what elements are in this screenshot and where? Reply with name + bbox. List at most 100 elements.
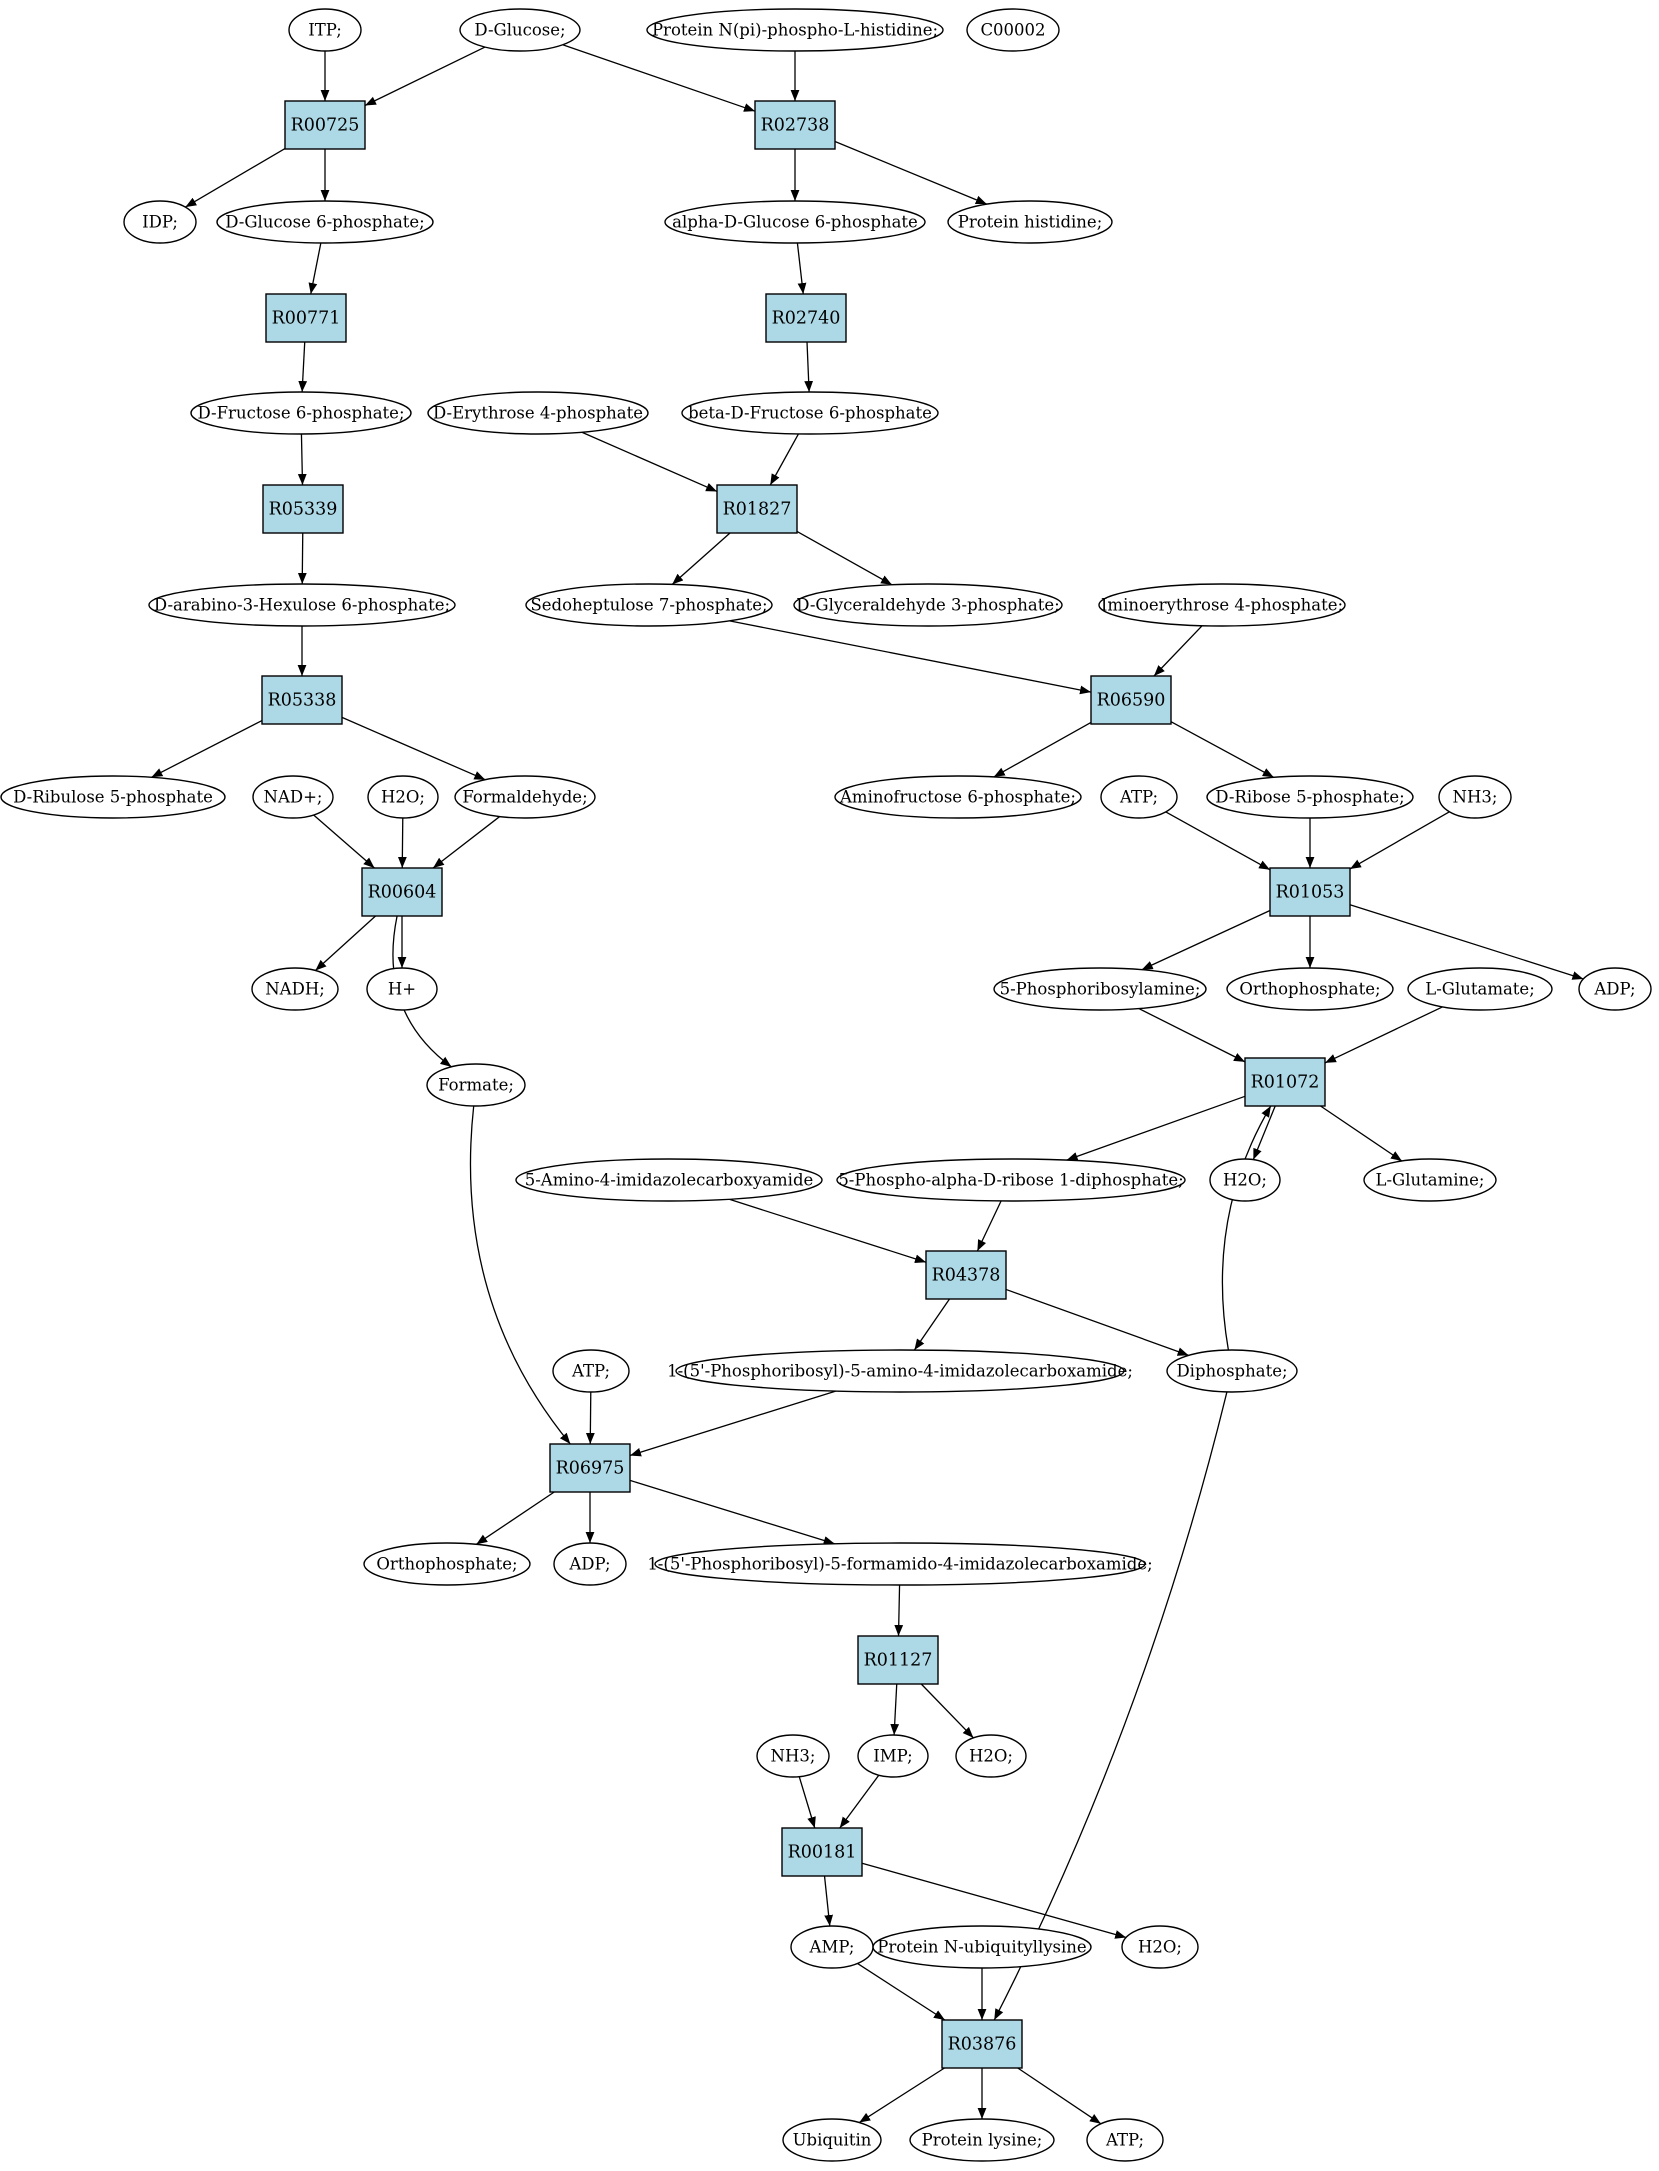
reaction-node-r01072[interactable]: R01072 [1244, 1057, 1326, 1107]
node-label: Ubiquitin [793, 2131, 872, 2150]
compound-node-h2o_a[interactable]: H2O; [367, 775, 439, 819]
compound-ellipse [454, 775, 596, 819]
compound-node-ubiq[interactable]: Ubiquitin [782, 2118, 882, 2162]
reaction-node-r00771[interactable]: R00771 [265, 293, 347, 343]
compound-node-imp[interactable]: IMP; [857, 1734, 929, 1778]
node-label: 5-Amino-4-imidazolecarboxyamide [525, 1171, 814, 1190]
edge-ie4p-to-r06590 [1153, 625, 1203, 677]
reaction-node-r01827[interactable]: R01827 [716, 484, 798, 534]
reaction-node-r01127[interactable]: R01127 [857, 1635, 939, 1685]
compound-node-amp[interactable]: AMP; [790, 1925, 874, 1969]
reaction-node-r01053[interactable]: R01053 [1269, 867, 1351, 917]
compound-node-protnpi[interactable]: Protein N(pi)-phospho-L-histidine; [646, 8, 944, 52]
compound-node-prib[interactable]: 5-Phosphoribosylamine; [993, 967, 1207, 1011]
edge-atp_a-to-r01053 [1165, 811, 1271, 871]
edges-layer [151, 44, 1584, 2125]
reaction-node-r00725[interactable]: R00725 [284, 100, 366, 150]
compound-node-dru5p[interactable]: D-Ribulose 5-phosphate [0, 775, 226, 819]
compound-node-dg6p[interactable]: D-Glucose 6-phosphate; [216, 200, 434, 244]
edge-r03876-to-atp_c [1017, 2067, 1102, 2125]
reaction-node-r06975[interactable]: R06975 [549, 1443, 631, 1493]
node-label: IMP; [873, 1747, 913, 1766]
reaction-node-r05338[interactable]: R05338 [261, 675, 343, 725]
edge-prpp-to-r04378 [976, 1200, 1002, 1252]
compound-ellipse [1226, 967, 1394, 1011]
compound-node-dga3p[interactable]: D-Glyceraldehyde 3-phosphate; [793, 583, 1063, 627]
reaction-box [284, 100, 366, 150]
compound-node-s7p[interactable]: Sedoheptulose 7-phosphate; [525, 583, 773, 627]
compound-ellipse [525, 583, 773, 627]
edge-dglucose-to-r00725 [364, 46, 486, 107]
reaction-box [262, 484, 344, 534]
reaction-node-r00181[interactable]: R00181 [781, 1827, 863, 1877]
node-label: NH3; [771, 1747, 816, 1766]
reaction-node-r06590[interactable]: R06590 [1090, 675, 1172, 725]
compound-node-prpp[interactable]: 5-Phospho-alpha-D-ribose 1-diphosphate; [836, 1158, 1186, 1202]
compound-node-nh3_b[interactable]: NH3; [756, 1734, 830, 1778]
compound-ellipse [1363, 1158, 1497, 1202]
compound-node-df6p[interactable]: D-Fructose 6-phosphate; [190, 391, 412, 435]
compound-node-h2o_d[interactable]: H2O; [1121, 1925, 1199, 1969]
compound-node-atp_a[interactable]: ATP; [1100, 775, 1178, 819]
edge-formald-to-r00604 [432, 816, 501, 869]
compound-ellipse [552, 1349, 630, 1393]
node-label: L-Glutamine; [1376, 1171, 1485, 1190]
compound-node-formate[interactable]: Formate; [426, 1063, 526, 1107]
reaction-node-r00604[interactable]: R00604 [361, 867, 443, 917]
compound-node-ortho_a[interactable]: Orthophosphate; [1226, 967, 1394, 1011]
edge-r03876-to-ubiq [858, 2067, 945, 2124]
edge-r01827-to-dga3p [796, 530, 893, 586]
compound-node-prothis[interactable]: Protein histidine; [947, 200, 1113, 244]
compound-node-idp[interactable]: IDP; [123, 200, 197, 244]
node-label: R00604 [368, 883, 437, 903]
node-label: beta-D-Fructose 6-phosphate [688, 404, 932, 423]
edge-r06975-to-faicar [629, 1479, 835, 1545]
reaction-node-r03876[interactable]: R03876 [941, 2019, 1023, 2069]
compound-node-hplus[interactable]: H+ [366, 967, 438, 1011]
compound-node-atp_c[interactable]: ATP; [1086, 2118, 1164, 2162]
compound-node-ie4p[interactable]: Iminoerythrose 4-phosphate; [1098, 583, 1346, 627]
compound-node-h2o_b[interactable]: H2O; [1209, 1158, 1281, 1202]
compound-node-adp_b[interactable]: ADP; [553, 1542, 627, 1586]
compound-node-protnub[interactable]: Protein N-ubiquityllysine [872, 1925, 1092, 1969]
compound-node-nadp[interactable]: NAD+; [252, 775, 334, 819]
compound-node-c00002[interactable]: C00002 [966, 8, 1060, 52]
compound-node-protlys[interactable]: Protein lysine; [909, 2118, 1055, 2162]
node-label: C00002 [980, 21, 1045, 40]
compound-node-nh3_a[interactable]: NH3; [1438, 775, 1512, 819]
compound-ellipse [216, 200, 434, 244]
compound-node-h2o_c[interactable]: H2O; [955, 1734, 1027, 1778]
node-label: ADP; [568, 1555, 610, 1574]
compound-node-dr5p[interactable]: D-Ribose 5-phosphate; [1206, 775, 1414, 819]
compound-node-af6p[interactable]: Aminofructose 6-phosphate; [834, 775, 1082, 819]
compound-node-itp[interactable]: ITP; [288, 8, 362, 52]
compound-node-aica[interactable]: 5-Amino-4-imidazolecarboxyamide [515, 1158, 823, 1202]
compound-node-lgln[interactable]: L-Glutamine; [1363, 1158, 1497, 1202]
compound-ellipse [459, 8, 581, 52]
reaction-node-r02738[interactable]: R02738 [754, 100, 836, 150]
edge-r01072-to-h2o_b [1252, 1105, 1276, 1160]
compound-ellipse [1206, 775, 1414, 819]
compound-ellipse [675, 1349, 1125, 1393]
compound-node-faicar[interactable]: 1-(5'-Phosphoribosyl)-5-formamido-4-imid… [647, 1542, 1153, 1586]
edge-nh3_b-to-r00181 [798, 1776, 816, 1829]
compound-node-de4p[interactable]: D-Erythrose 4-phosphate [427, 391, 649, 435]
compound-ellipse [148, 583, 456, 627]
reaction-node-r02740[interactable]: R02740 [765, 293, 847, 343]
compound-node-aicar[interactable]: 1-(5'-Phosphoribosyl)-5-amino-4-imidazol… [667, 1349, 1133, 1393]
compound-node-bdf6p[interactable]: beta-D-Fructose 6-phosphate [681, 391, 939, 435]
compound-node-atp_b[interactable]: ATP; [552, 1349, 630, 1393]
edge-diphos-to-r01072 [1221, 1105, 1272, 1351]
edge-r02740-to-bdf6p [804, 341, 814, 393]
compound-node-dglucose[interactable]: D-Glucose; [459, 8, 581, 52]
reaction-node-r05339[interactable]: R05339 [262, 484, 344, 534]
compound-node-nadh[interactable]: NADH; [251, 967, 339, 1011]
compound-node-lglu[interactable]: L-Glutamate; [1407, 967, 1553, 1011]
compound-node-diphos[interactable]: Diphosphate; [1166, 1349, 1298, 1393]
compound-node-ortho_b[interactable]: Orthophosphate; [363, 1542, 531, 1586]
compound-node-dah6p[interactable]: D-arabino-3-Hexulose 6-phosphate; [148, 583, 456, 627]
compound-node-adg6p[interactable]: alpha-D-Glucose 6-phosphate [664, 200, 926, 244]
compound-node-formald[interactable]: Formaldehyde; [454, 775, 596, 819]
compound-node-adp_a[interactable]: ADP; [1578, 967, 1652, 1011]
reaction-node-r04378[interactable]: R04378 [925, 1250, 1007, 1300]
